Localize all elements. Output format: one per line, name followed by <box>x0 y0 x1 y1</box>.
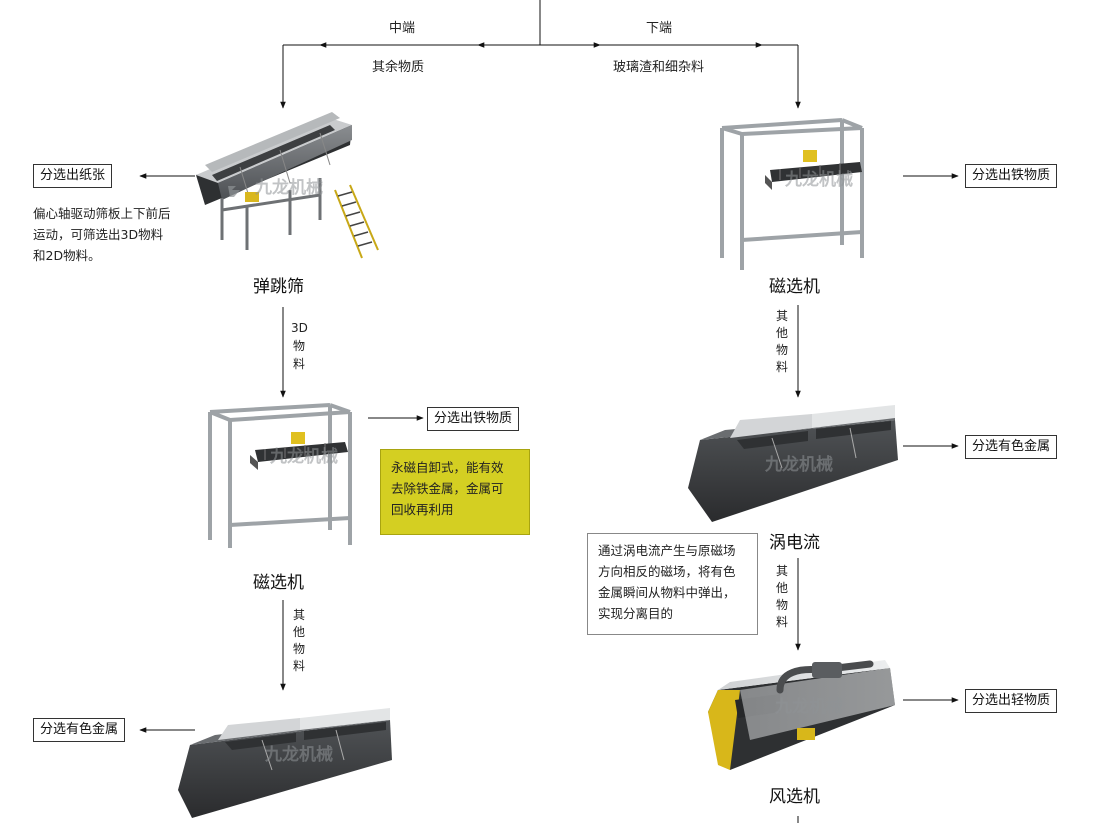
watermark-magnet-left: 九龙机械 <box>269 446 338 467</box>
output-paper-box: 分选出纸张 <box>33 164 113 188</box>
watermark-bounce-screen: 九龙机械 <box>254 177 323 198</box>
eddy-current-note: 通过涡电流产生与原磁场 方向相反的磁场，将有色 金属瞬间从物料中弹出， 实现分离… <box>587 533 758 635</box>
watermark-eddy-right: 九龙机械 <box>764 454 833 475</box>
flow-label-char: 其 <box>775 309 788 323</box>
watermark-eddy-left: 九龙机械 <box>264 744 333 765</box>
note-line: 永磁自卸式，能有效 <box>391 460 504 475</box>
branch-lower-label: 下端 <box>646 21 673 36</box>
note-line: 和2D物料。 <box>33 248 101 263</box>
magnetic-separator-left-image <box>208 403 352 548</box>
eddy-current-right-image <box>688 405 898 522</box>
flow-label-char: 料 <box>292 659 305 673</box>
air-separator-name: 风选机 <box>769 787 820 807</box>
bounce-screen-image <box>196 112 379 259</box>
connectors <box>139 0 959 823</box>
magnetic-separator-left-name: 磁选机 <box>253 573 304 593</box>
note-line: 运动，可筛选出3D物料 <box>33 227 164 242</box>
air-separator-image <box>708 660 895 770</box>
flow-label-char: 3D <box>291 321 308 335</box>
flow-label-char: 物 <box>292 339 305 353</box>
eddy-current-left-image <box>178 708 392 818</box>
note-line: 通过涡电流产生与原磁场 <box>598 543 736 558</box>
flow-label-char: 他 <box>292 625 305 639</box>
flow-label-char: 物 <box>775 343 788 357</box>
magnetic-separator-right-name: 磁选机 <box>769 277 820 297</box>
eddy-current-name: 涡电流 <box>769 533 820 553</box>
flow-label-char: 料 <box>292 357 305 371</box>
output-light-right-box: 分选出轻物质 <box>965 689 1058 713</box>
branch-middle-material-label: 其余物质 <box>372 60 425 75</box>
magnet-note: 永磁自卸式，能有效 去除铁金属，金属可 回收再利用 <box>380 449 530 535</box>
magnetic-separator-right-image <box>720 118 864 270</box>
note-line: 回收再利用 <box>391 502 454 517</box>
flow-label-char: 物 <box>292 642 305 656</box>
note-line: 去除铁金属，金属可 <box>391 481 504 496</box>
flow-label-char: 他 <box>775 326 788 340</box>
bounce-screen-name: 弹跳筛 <box>253 277 304 297</box>
note-line: 偏心轴驱动筛板上下前后 <box>33 206 171 221</box>
output-nonferrous-left-box: 分选有色金属 <box>33 718 126 742</box>
flow-label-char: 他 <box>775 581 788 595</box>
branch-middle-label: 中端 <box>389 21 416 36</box>
watermark-magnet-right: 九龙机械 <box>784 169 853 190</box>
watermark-air-separator: 九龙机械 <box>774 696 843 717</box>
flow-label-char: 其 <box>775 564 788 578</box>
output-iron-left-box: 分选出铁物质 <box>427 407 520 431</box>
bounce-screen-note: 偏心轴驱动筛板上下前后 运动，可筛选出3D物料 和2D物料。 <box>33 203 198 266</box>
flow-label-char: 其 <box>292 608 305 622</box>
branch-lower-material-label: 玻璃渣和细杂料 <box>613 60 705 75</box>
output-nonferrous-right-box: 分选有色金属 <box>965 435 1058 459</box>
note-line: 方向相反的磁场，将有色 <box>598 564 736 579</box>
note-line: 金属瞬间从物料中弹出， <box>598 585 736 600</box>
flow-label-char: 物 <box>775 598 788 612</box>
output-iron-right-box: 分选出铁物质 <box>965 164 1058 188</box>
flow-label-char: 料 <box>775 615 788 629</box>
flow-label-char: 料 <box>775 360 788 374</box>
note-line: 实现分离目的 <box>598 606 674 621</box>
